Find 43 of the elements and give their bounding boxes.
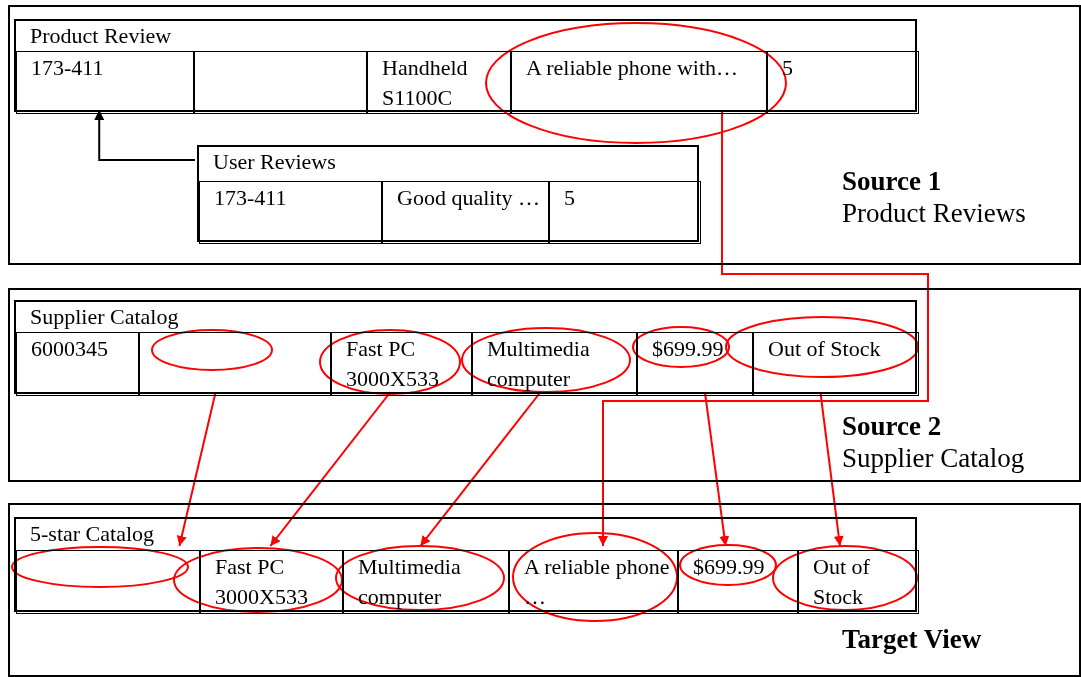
arrow [94,109,196,161]
table-cell: 173-411 [16,51,194,114]
arrow [176,391,217,547]
table-cell [16,550,200,614]
table-cell: 173-411 [199,181,382,244]
arrow [269,391,392,547]
table-cell [139,332,331,396]
panel-heading: Source 1 [842,165,942,197]
table-cell: Handheld S1100C [367,51,511,114]
table-title: Product Review [30,23,172,49]
table-cell: Multimedia computer [472,332,637,396]
data-table [14,300,917,394]
table-cell: Multimedia computer [343,550,509,614]
data-table [14,19,917,112]
table-title: User Reviews [213,149,336,175]
arrow [703,391,730,547]
source-panel [8,503,1081,677]
panel-heading: Source 2 [842,410,942,442]
panel-subtitle: Product Reviews [842,197,1026,229]
source-panel [8,288,1081,482]
table-cell: 5 [767,51,919,114]
table-cell: 5 [549,181,701,244]
table-cell: 6000345 [16,332,139,396]
table-cell: A reliable phone with… [511,51,767,114]
table-cell: A reliable phone … [509,550,678,614]
arrow [819,391,844,547]
table-cell: Out of Stock [753,332,919,396]
table-cell: Fast PC 3000X533 [331,332,472,396]
data-table [197,145,699,242]
source-panel [8,5,1081,265]
table-cell: Out of Stock [798,550,919,614]
data-table [14,517,917,612]
table-cell: Good quality … [382,181,549,244]
arrow [598,109,929,547]
table-title: Supplier Catalog [30,304,179,330]
table-cell: $699.99 [678,550,798,614]
panel-subtitle: Supplier Catalog [842,442,1025,474]
table-cell [194,51,367,114]
panel-heading: Target View [842,623,982,655]
table-cell: $699.99 [637,332,753,396]
table-cell: Fast PC 3000X533 [200,550,343,614]
arrow [419,391,542,547]
table-title: 5-star Catalog [30,521,155,547]
